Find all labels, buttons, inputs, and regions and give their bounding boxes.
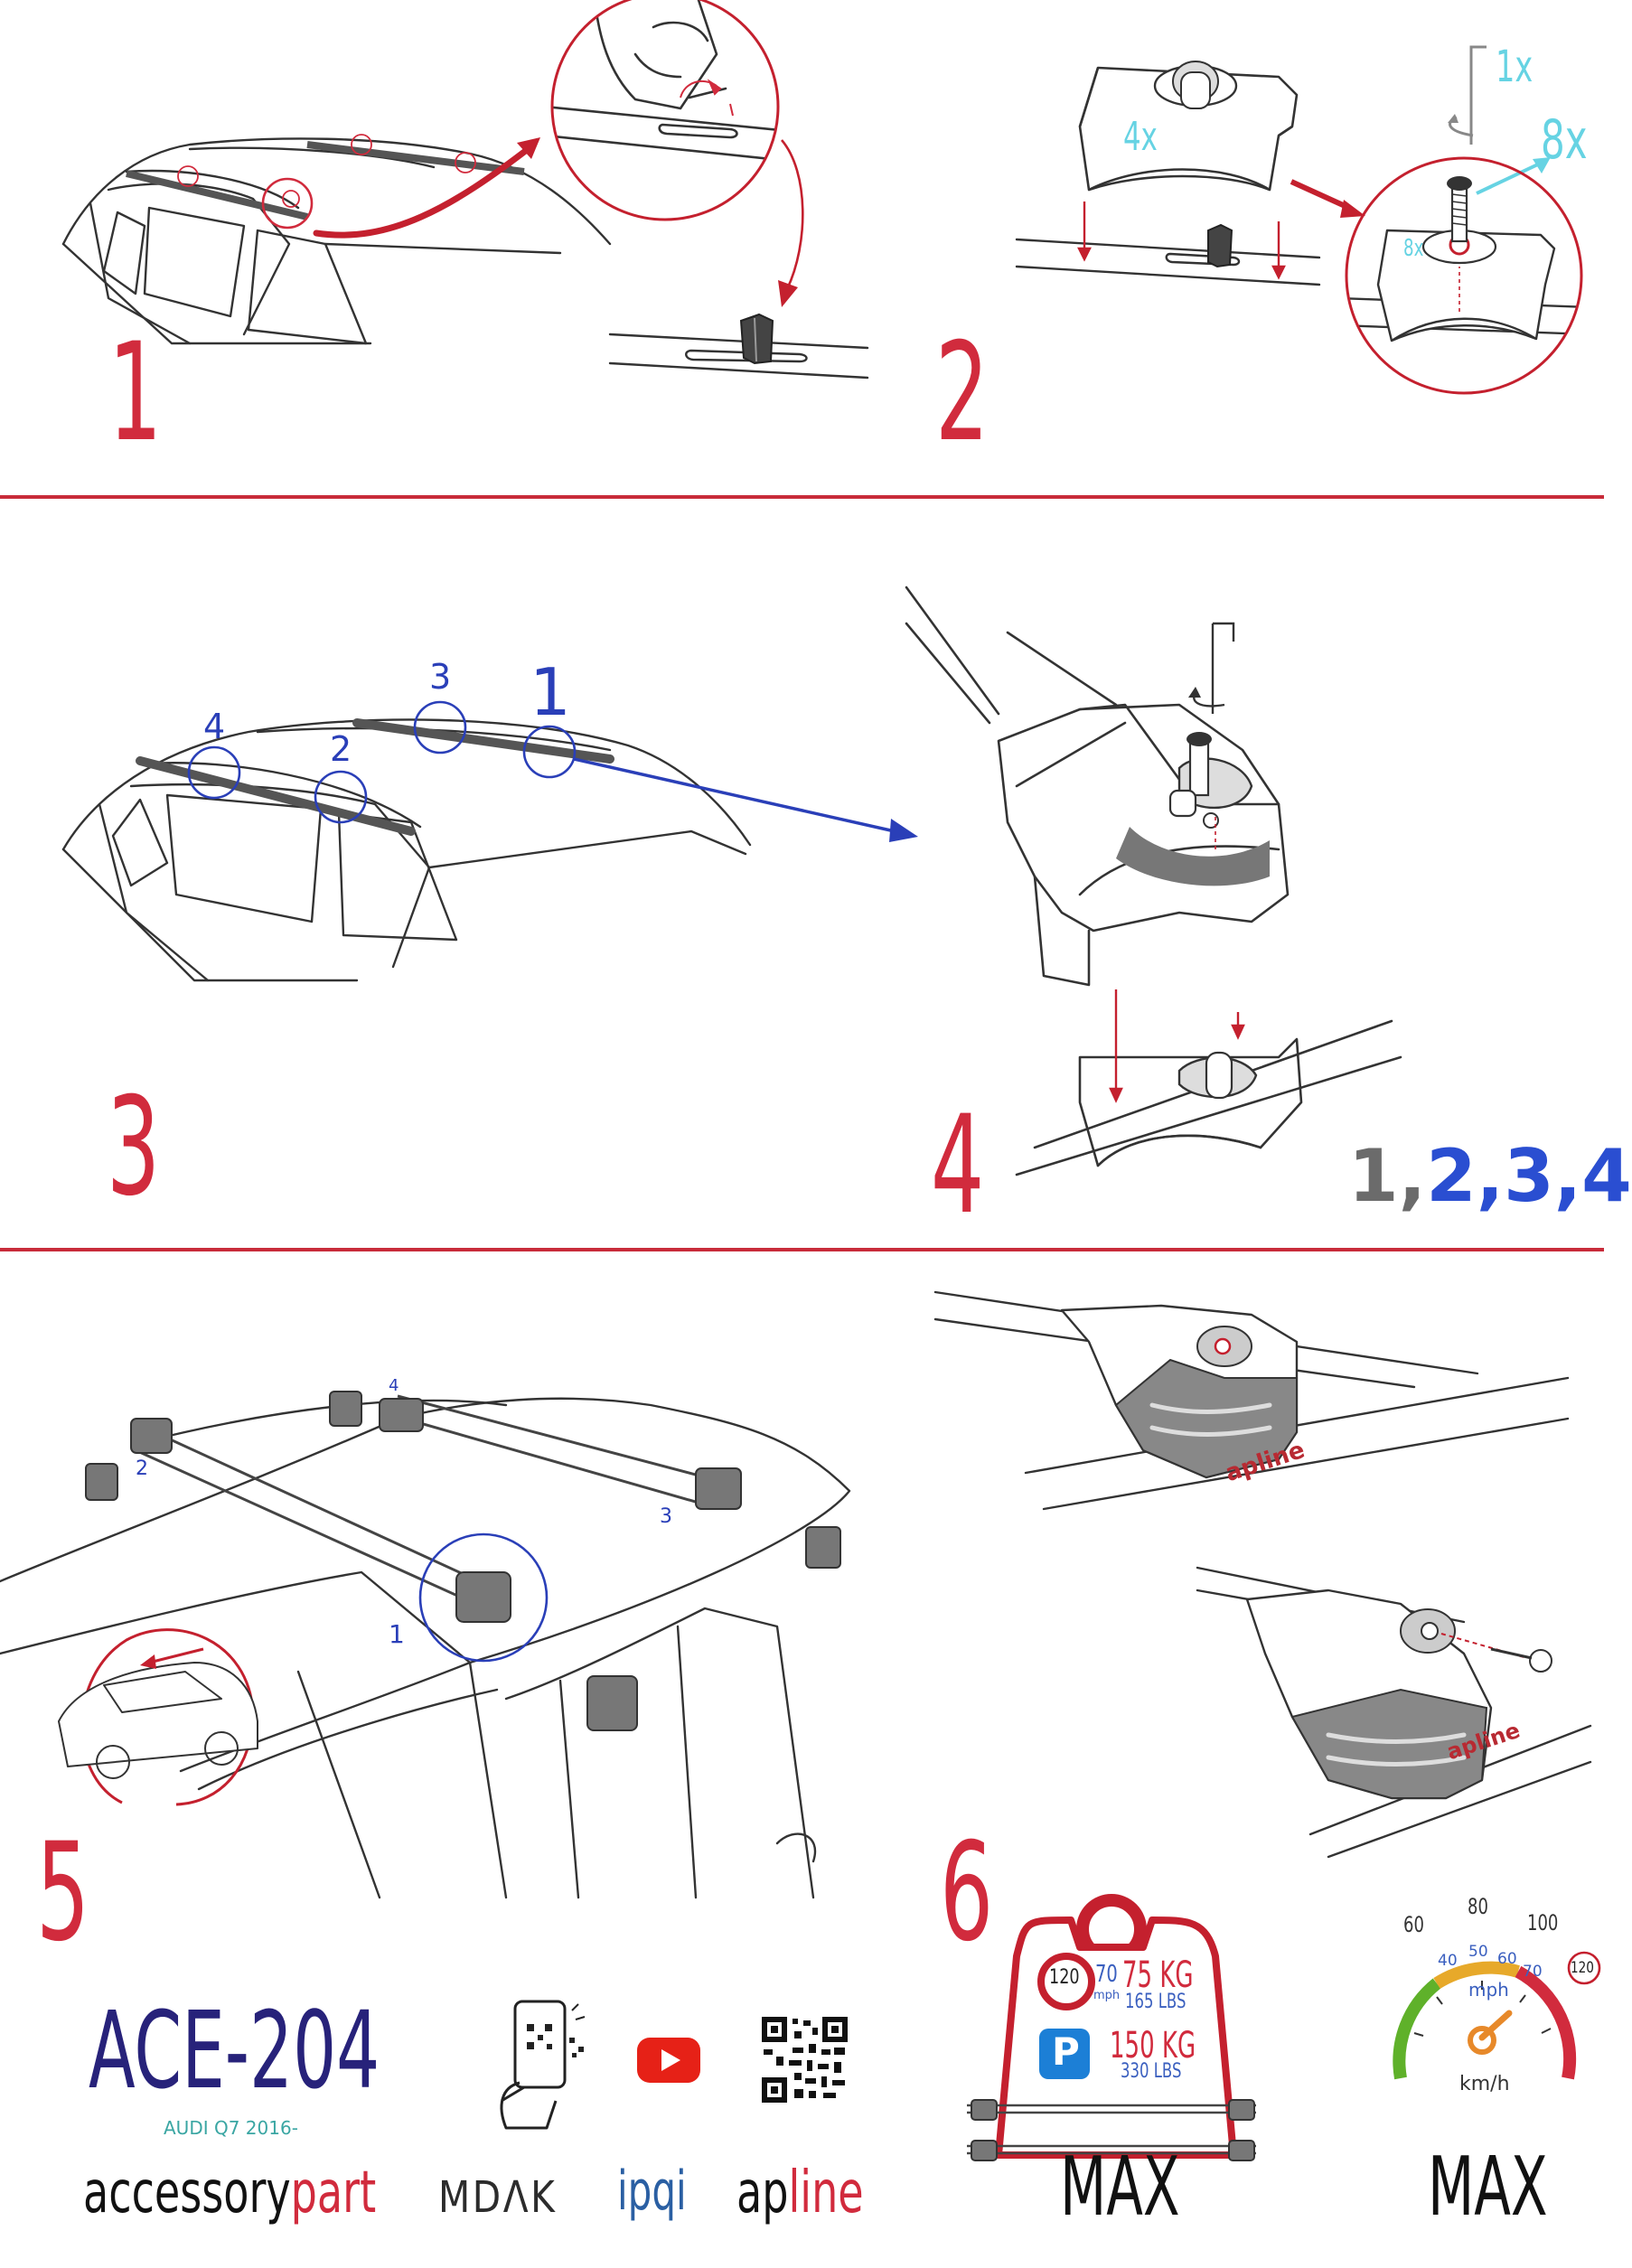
load-max-lbs: 165 LBS — [1125, 1991, 1186, 2013]
step3-position-2: 2 — [330, 729, 352, 769]
step-number-6: 6 — [940, 1814, 994, 1972]
step5-inset-car-direction — [58, 1628, 258, 1806]
load-speed-value: 70 — [1095, 1961, 1118, 1988]
speedometer-tick-100: 100 — [1527, 1910, 1559, 1935]
step1-zoom-circle — [550, 0, 780, 221]
step2-key-quantity: 1x — [1496, 42, 1534, 92]
step2-rail-slot — [1015, 201, 1321, 286]
phone-qr-scan-icon[interactable] — [492, 1997, 592, 2132]
step4-bar-foot-assembly — [905, 586, 1402, 1176]
load-roof-bars-icon — [967, 2099, 1256, 2161]
step1-rail-slot — [608, 313, 869, 380]
step2-zoom-circle — [1345, 156, 1583, 395]
step2-washer-quantity: 8x — [1403, 235, 1424, 262]
step2-cyan-arrow — [1476, 157, 1551, 195]
speedometer-mph-70: 70 — [1523, 1963, 1543, 1981]
qr-code-icon[interactable] — [762, 2017, 848, 2103]
brand-accessorypart: accessorypart — [83, 2164, 376, 2222]
step2-red-arrow — [1290, 179, 1365, 218]
speedometer-max-label: MAX — [1428, 2140, 1548, 2235]
brand-ipqi: ipqi — [617, 2160, 687, 2223]
brand-mdak: MDΛK — [438, 2172, 558, 2223]
brand-apline-ap: ap — [736, 2160, 789, 2226]
speedometer-mph-unit: mph — [1468, 1979, 1509, 2001]
load-speed-unit: mph — [1093, 1989, 1121, 2002]
step-number-4: 4 — [931, 1087, 985, 1244]
step2-foot-quantity: 4x — [1123, 114, 1158, 160]
step-number-5: 5 — [36, 1814, 90, 1972]
brand-apline-line: line — [788, 2160, 864, 2226]
section-divider-top — [0, 495, 1604, 499]
load-parked-icon: P — [1052, 2029, 1080, 2074]
step3-car-roof-illustration — [61, 718, 752, 982]
load-parked-kg: 150 KG — [1110, 2025, 1196, 2067]
load-parked-lbs: 330 LBS — [1121, 2060, 1182, 2083]
step3-position-3: 3 — [429, 657, 452, 697]
speedometer-tick-80: 80 — [1468, 1894, 1488, 1919]
step5-position-1: 1 — [389, 1619, 405, 1649]
step4-sequence-rest: 2,3,4 — [1426, 1134, 1632, 1218]
brand-accessorypart-part: part — [290, 2160, 377, 2226]
step2-foot-block — [1078, 61, 1299, 192]
step1-car-roof-illustration — [61, 134, 612, 345]
speedometer-kmh-unit: km/h — [1459, 2073, 1510, 2095]
load-speed-limit: 120 — [1049, 1966, 1080, 1989]
load-weight-badge — [995, 1894, 1237, 2159]
step5-position-3: 3 — [660, 1505, 672, 1528]
step5-car-with-bars-illustration — [0, 1391, 851, 1899]
product-code: ACE-204 — [89, 1988, 380, 2113]
step-number-3: 3 — [107, 1069, 161, 1226]
speedometer-mph-40: 40 — [1438, 1952, 1458, 1970]
step3-position-markers — [187, 700, 918, 842]
load-max-kg: 75 KG — [1122, 1954, 1194, 1996]
step1-arrow-down — [778, 139, 804, 307]
speedometer-mph-60: 60 — [1497, 1950, 1517, 1968]
speedometer-gauge — [1393, 1951, 1601, 2080]
speedometer-mph-50: 50 — [1468, 1943, 1488, 1961]
step-number-1: 1 — [108, 314, 163, 472]
step3-position-4: 4 — [203, 707, 226, 746]
step4-sequence-first: 1, — [1348, 1134, 1427, 1218]
youtube-icon[interactable] — [637, 2038, 700, 2083]
step5-position-4: 4 — [389, 1376, 399, 1395]
vehicle-model: AUDI Q7 2016- — [164, 2117, 298, 2139]
step-number-2: 2 — [935, 314, 990, 472]
brand-apline: apline — [736, 2164, 864, 2222]
speedometer-limit: 120 — [1571, 1959, 1594, 1977]
load-max-label: MAX — [1060, 2140, 1180, 2235]
speedometer-tick-60: 60 — [1403, 1912, 1424, 1937]
step5-position-2: 2 — [136, 1457, 148, 1480]
step3-position-1: 1 — [530, 654, 571, 730]
step2-key-icon — [1448, 45, 1487, 145]
section-divider-middle — [0, 1248, 1604, 1251]
step4-sequence: 1,2,3,4 — [1348, 1140, 1632, 1213]
brand-accessorypart-accessory: accessory — [83, 2160, 291, 2226]
step6-lock-lower-illustration — [1196, 1566, 1592, 1859]
step6-lock-upper-illustration — [933, 1290, 1570, 1511]
